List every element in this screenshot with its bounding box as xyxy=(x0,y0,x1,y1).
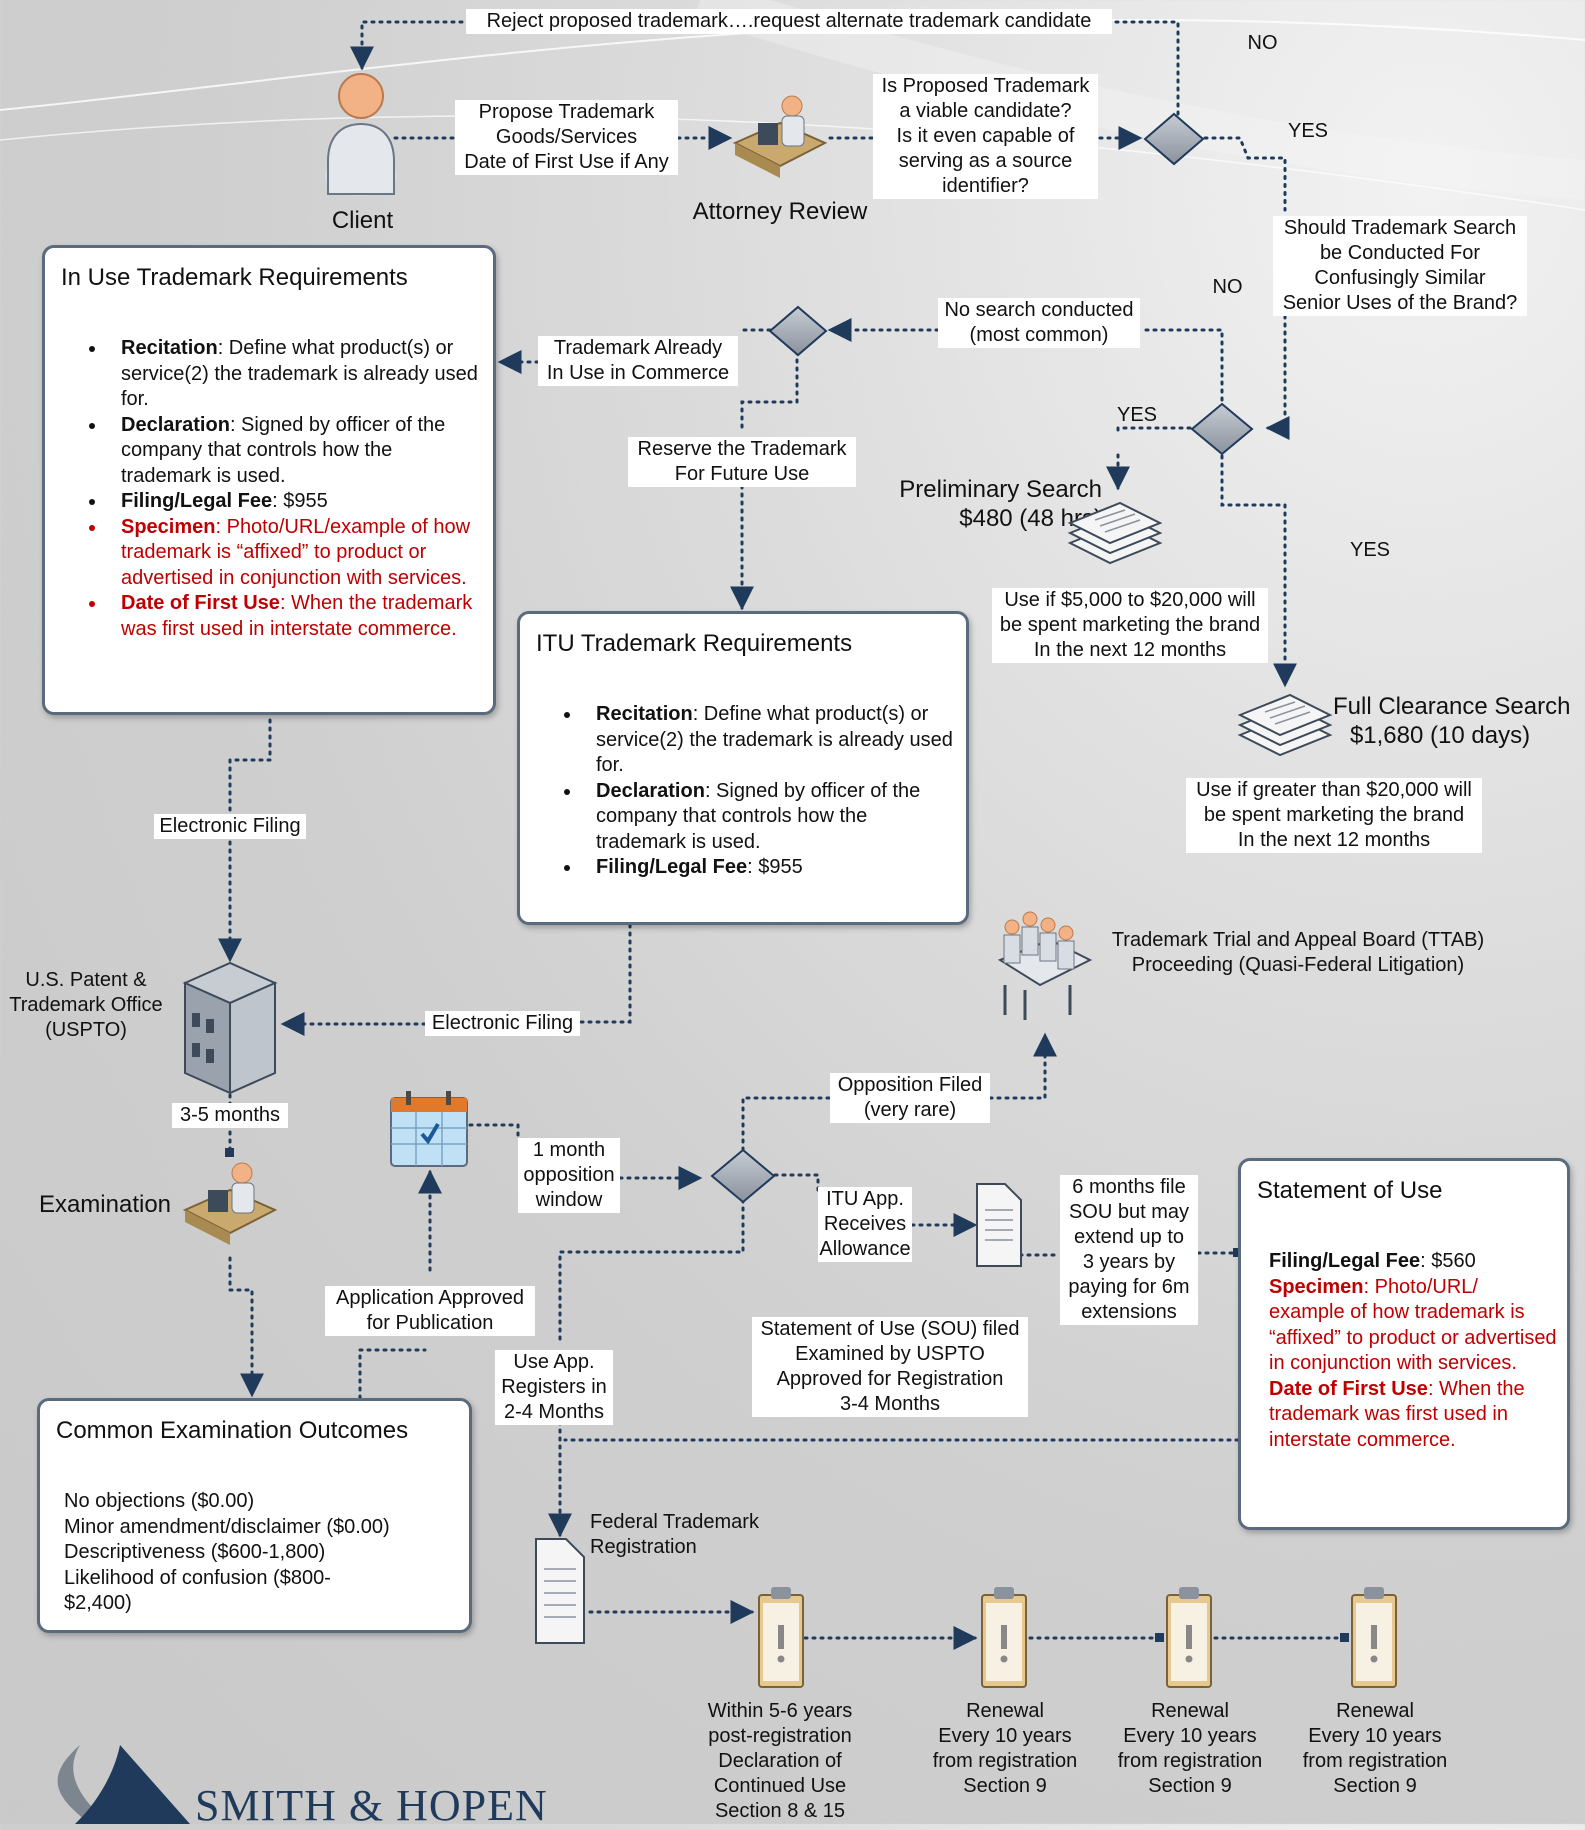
ttab-label: Trademark Trial and Appeal Board (TTAB)P… xyxy=(1111,929,1485,976)
firm-logo-text: SMITH & HOPEN xyxy=(195,1781,548,1830)
requirement-item: Recitation: Define what product(s) or se… xyxy=(582,702,962,779)
ttab-board-icon xyxy=(997,911,1093,1020)
attorney-desk-icon xyxy=(732,95,828,178)
attorney-review-label: Attorney Review xyxy=(692,198,868,225)
itu-list: Recitation: Define what product(s) or se… xyxy=(552,702,962,881)
no-mid-label: NO xyxy=(1212,276,1243,298)
no-top-label: NO xyxy=(1247,32,1278,54)
statement-of-use-box: Statement of Use Filing/Legal Fee: $560 … xyxy=(1238,1158,1570,1530)
in-use-requirements-box: In Use Trademark Requirements Recitation… xyxy=(42,245,496,715)
requirement-item: Specimen: Photo/URL/example of how trade… xyxy=(107,515,487,592)
client-person-icon xyxy=(325,73,397,196)
opposition-filed-label: Opposition Filed(very rare) xyxy=(830,1073,990,1123)
calendar-icon xyxy=(390,1091,468,1167)
uspto-building-icon xyxy=(182,961,278,1095)
client-label: Client xyxy=(331,207,394,234)
sou-title: Statement of Use xyxy=(1257,1177,1443,1204)
requirement-item: Recitation: Define what product(s) or se… xyxy=(107,336,487,413)
yes-right-label: YES xyxy=(1349,539,1391,561)
requirement-item: Declaration: Signed by officer of the co… xyxy=(107,413,487,490)
itu-requirements-box: ITU Trademark Requirements Recitation: D… xyxy=(517,611,969,925)
months-label: 3-5 months xyxy=(172,1103,288,1128)
yes-left-label: YES xyxy=(1116,404,1158,426)
preliminary-search-label: Preliminary Search$480 (48 hrs) xyxy=(899,476,1102,532)
decision-diamond-viable xyxy=(1143,112,1205,166)
decision-diamond-in-use xyxy=(768,305,828,357)
document-stack-icon xyxy=(1067,501,1163,565)
electronic-filing-left: Electronic Filing xyxy=(154,814,306,839)
itu-title: ITU Trademark Requirements xyxy=(536,630,853,657)
registration-document-icon xyxy=(535,1538,585,1644)
firm-logo-mark xyxy=(57,1745,190,1824)
in-use-list: Recitation: Define what product(s) or se… xyxy=(77,336,487,642)
uspto-label: U.S. Patent &Trademark Office(USPTO) xyxy=(9,969,163,1041)
reject-label: Reject proposed trademark….request alter… xyxy=(466,9,1112,34)
document-icon xyxy=(976,1183,1022,1267)
electronic-filing-mid: Electronic Filing xyxy=(425,1011,580,1036)
requirement-item: Date of First Use: When the trademark wa… xyxy=(107,591,487,642)
requirement-item: Filing/Legal Fee: $955 xyxy=(582,855,962,881)
in-use-title: In Use Trademark Requirements xyxy=(61,264,408,291)
outcomes-list: No objections ($0.00)Minor amendment/dis… xyxy=(64,1490,390,1614)
decision-diamond-search xyxy=(1190,402,1254,456)
no-search-label: No search conducted(most common) xyxy=(938,298,1140,348)
decision-diamond-publication xyxy=(710,1148,776,1204)
clipboard-icon xyxy=(981,1587,1027,1688)
clipboard-icon xyxy=(1351,1587,1397,1688)
outcomes-title: Common Examination Outcomes xyxy=(56,1417,409,1444)
full-clearance-label: Full Clearance Search$1,680 (10 days) xyxy=(1333,693,1571,749)
sou-details: Filing/Legal Fee: $560 Specimen: Photo/U… xyxy=(1269,1250,1557,1451)
clipboard-icon xyxy=(758,1587,804,1688)
examination-outcomes-box: Common Examination Outcomes No objection… xyxy=(37,1398,472,1633)
examination-label: Examination xyxy=(38,1191,172,1218)
requirement-item: Filing/Legal Fee: $955 xyxy=(107,489,487,515)
clipboard-icon xyxy=(1166,1587,1212,1688)
yes-top-label: YES xyxy=(1287,120,1329,142)
document-stack-icon xyxy=(1237,693,1333,757)
requirement-item: Declaration: Signed by officer of the co… xyxy=(582,779,962,856)
examiner-desk-icon xyxy=(182,1162,278,1245)
